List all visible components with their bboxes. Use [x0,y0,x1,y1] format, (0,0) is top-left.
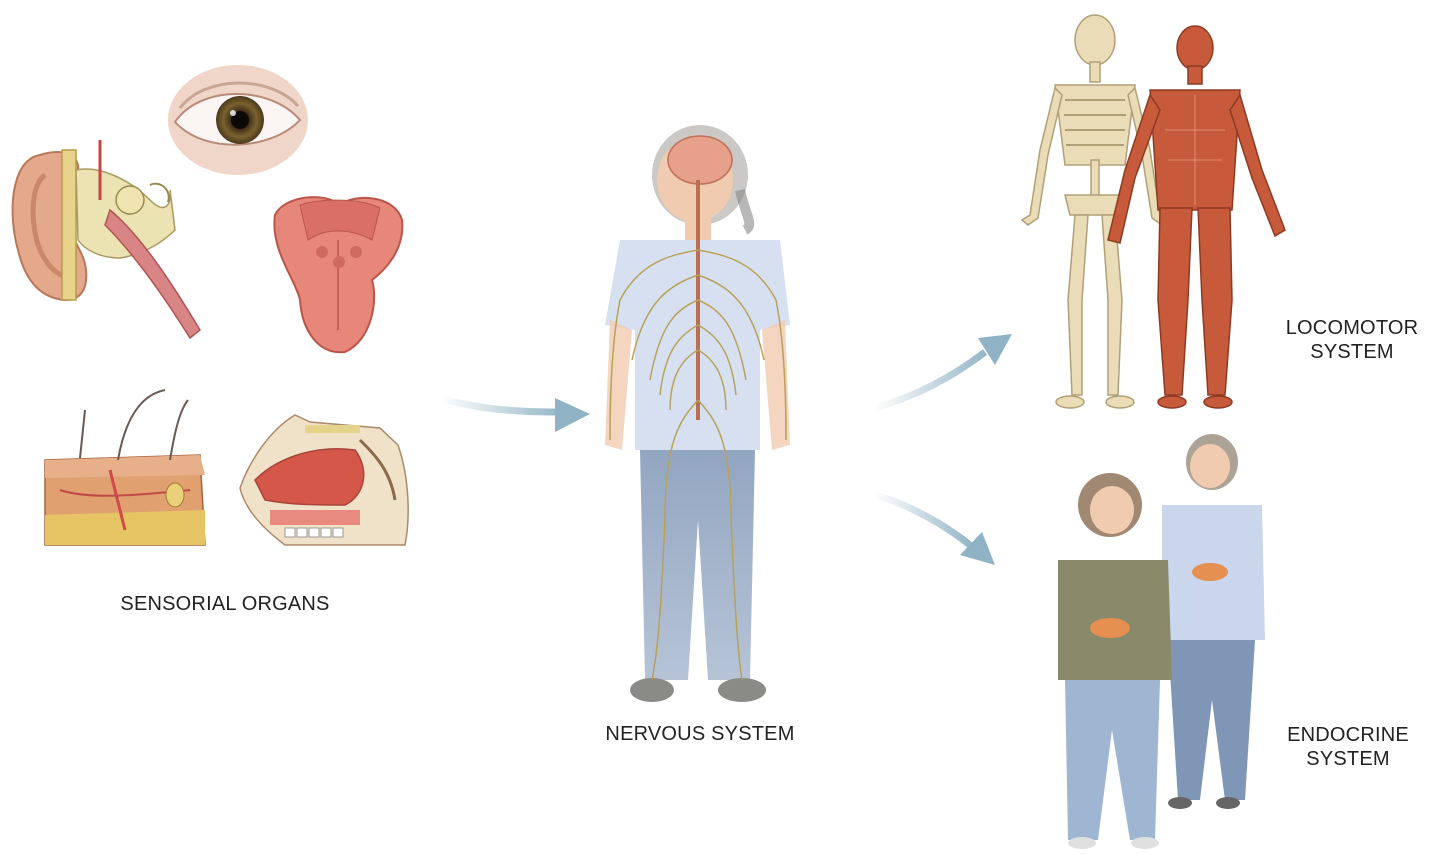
arrow-to-locomotor [875,334,1012,408]
tongue-icon [274,197,402,352]
endocrine-system-label: ENDOCRINE SYSTEM [1258,723,1438,771]
muscle-figure [1108,26,1285,408]
arrow-to-nervous [440,398,590,432]
eye-icon [168,65,308,175]
skeleton-figure [1022,15,1168,408]
nose-icon [240,415,408,545]
locomotor-system-label: LOCOMOTOR SYSTEM [1262,316,1440,364]
sensorial-organs-label: SENSORIAL ORGANS [80,592,370,616]
skin-icon [45,390,205,545]
endocrine-figures [1058,434,1265,849]
endocrine-line1: ENDOCRINE [1258,723,1438,747]
locomotor-line1: LOCOMOTOR [1262,316,1440,340]
nervous-figure [605,125,790,702]
locomotor-line2: SYSTEM [1262,340,1440,364]
arrow-to-endocrine [875,495,995,565]
nervous-system-label: NERVOUS SYSTEM [560,722,840,746]
endocrine-line2: SYSTEM [1258,747,1438,771]
ear-icon [13,140,200,338]
